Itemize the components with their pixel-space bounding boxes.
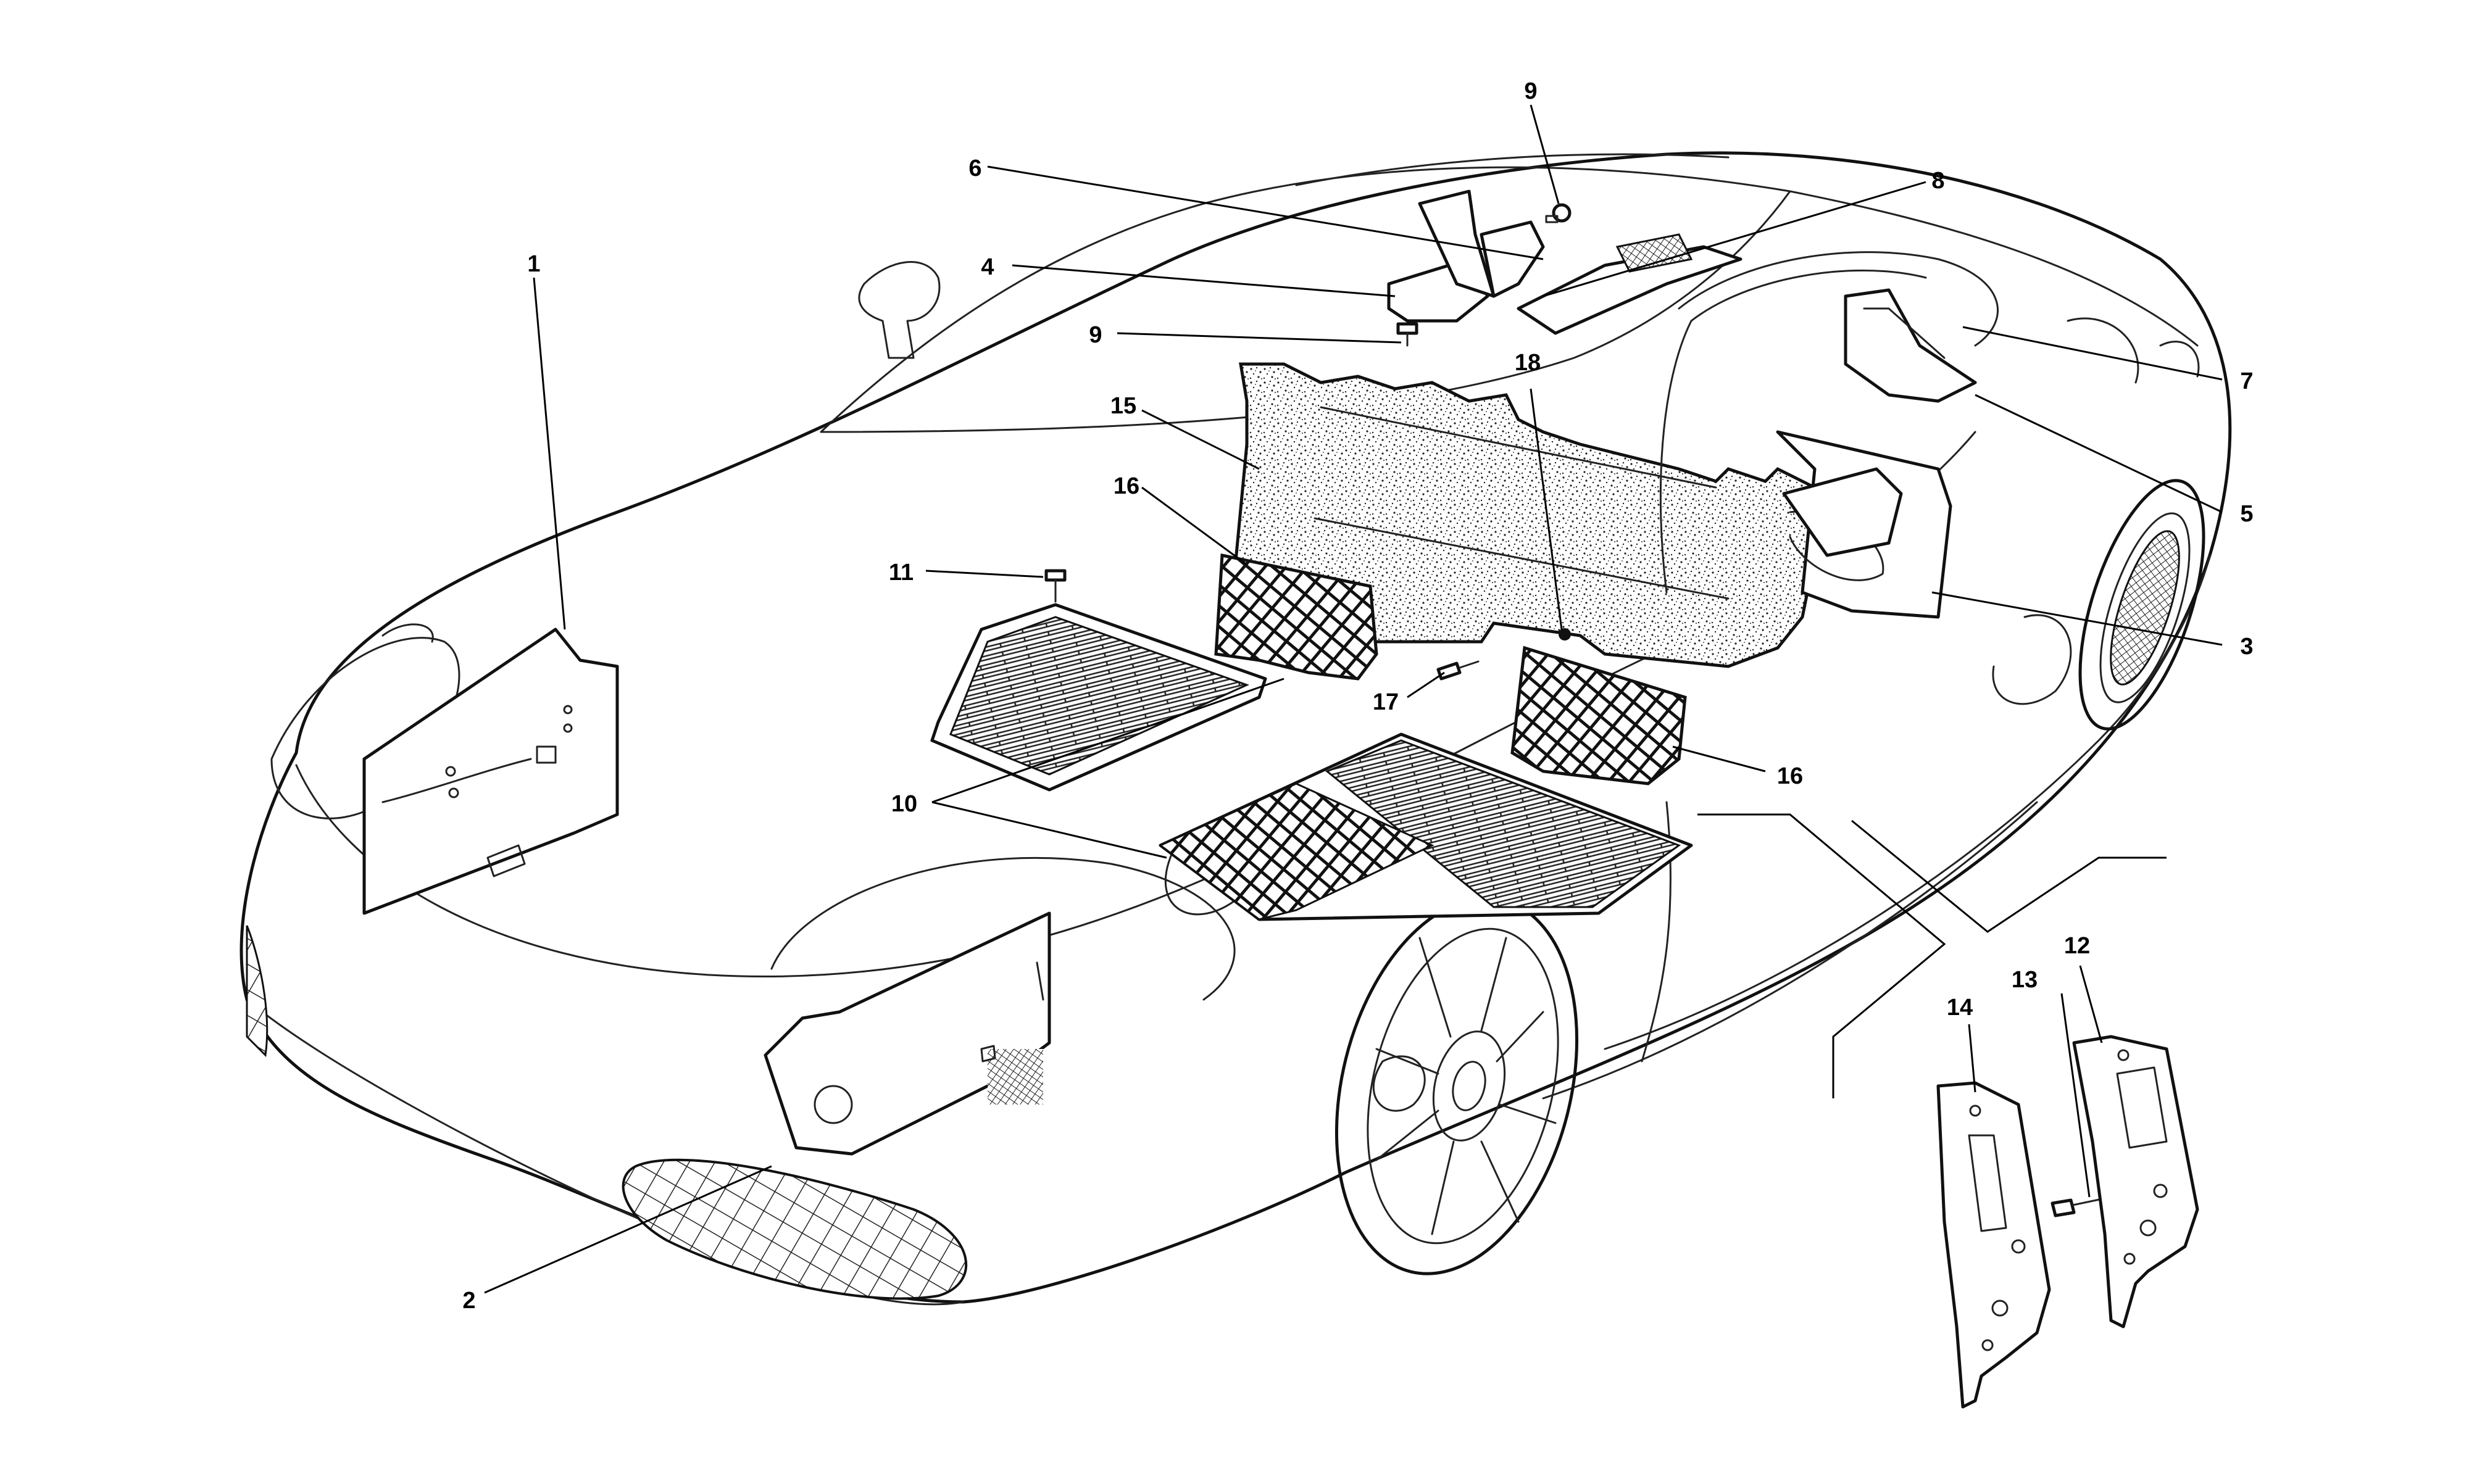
callout-5: 5 (2240, 501, 2253, 527)
front-grille (622, 1158, 968, 1300)
part-16-mesh-pocket-right (1510, 645, 1687, 786)
callout-labels: 1 2 3 4 5 6 7 8 9 9 10 11 12 13 14 15 16… (462, 78, 2253, 1314)
callout-12: 12 (2064, 933, 2090, 959)
callout-16-left: 16 (1114, 473, 1139, 499)
part-16-mesh-pocket-left (1214, 553, 1378, 681)
callout-7: 7 (2240, 368, 2253, 394)
side-grille-left (246, 925, 269, 1058)
callout-18: 18 (1515, 350, 1541, 376)
callout-3: 3 (2240, 634, 2253, 660)
part-4-trim (1387, 189, 1496, 323)
callout-9-lower: 9 (1089, 322, 1102, 348)
callout-17: 17 (1373, 689, 1399, 715)
part-9-screw-lower (1396, 322, 1418, 347)
part-17-screw (1436, 660, 1480, 681)
callout-14: 14 (1947, 995, 1973, 1021)
part-10-floor-mat-right (1159, 732, 1693, 921)
part-6-trim (1480, 220, 1545, 298)
callout-4: 4 (981, 254, 994, 280)
part-2-side-panel (764, 911, 1051, 1156)
part-18-stud (1559, 628, 1571, 640)
callout-2: 2 (462, 1288, 475, 1314)
part-7-roll-hoop-cover (1844, 288, 1977, 403)
rear-wheel (2078, 479, 2205, 731)
callout-9-top: 9 (1524, 78, 1537, 104)
part-10-floor-mat-left (930, 603, 1267, 792)
callout-11: 11 (889, 560, 914, 586)
front-wheel (1334, 897, 1579, 1275)
callout-13: 13 (2012, 967, 2038, 993)
callout-1: 1 (527, 251, 540, 277)
part-11-screw (1044, 569, 1067, 603)
part-9-screw-top (1545, 203, 1572, 223)
leader-lines (484, 104, 2223, 1294)
callout-6: 6 (968, 155, 981, 181)
bracket-frame-lines (1697, 813, 2167, 1098)
part-5-side-trim (1782, 467, 1903, 557)
part-14-bracket (1936, 1081, 2051, 1409)
part-12-bracket (2072, 1035, 2199, 1329)
part-1-side-panel (362, 628, 619, 915)
callout-8: 8 (1931, 168, 1944, 194)
callout-16-right: 16 (1777, 763, 1803, 789)
callout-10: 10 (891, 791, 917, 817)
part-8-roll-hoop (1517, 233, 1999, 594)
callout-15: 15 (1110, 393, 1136, 419)
